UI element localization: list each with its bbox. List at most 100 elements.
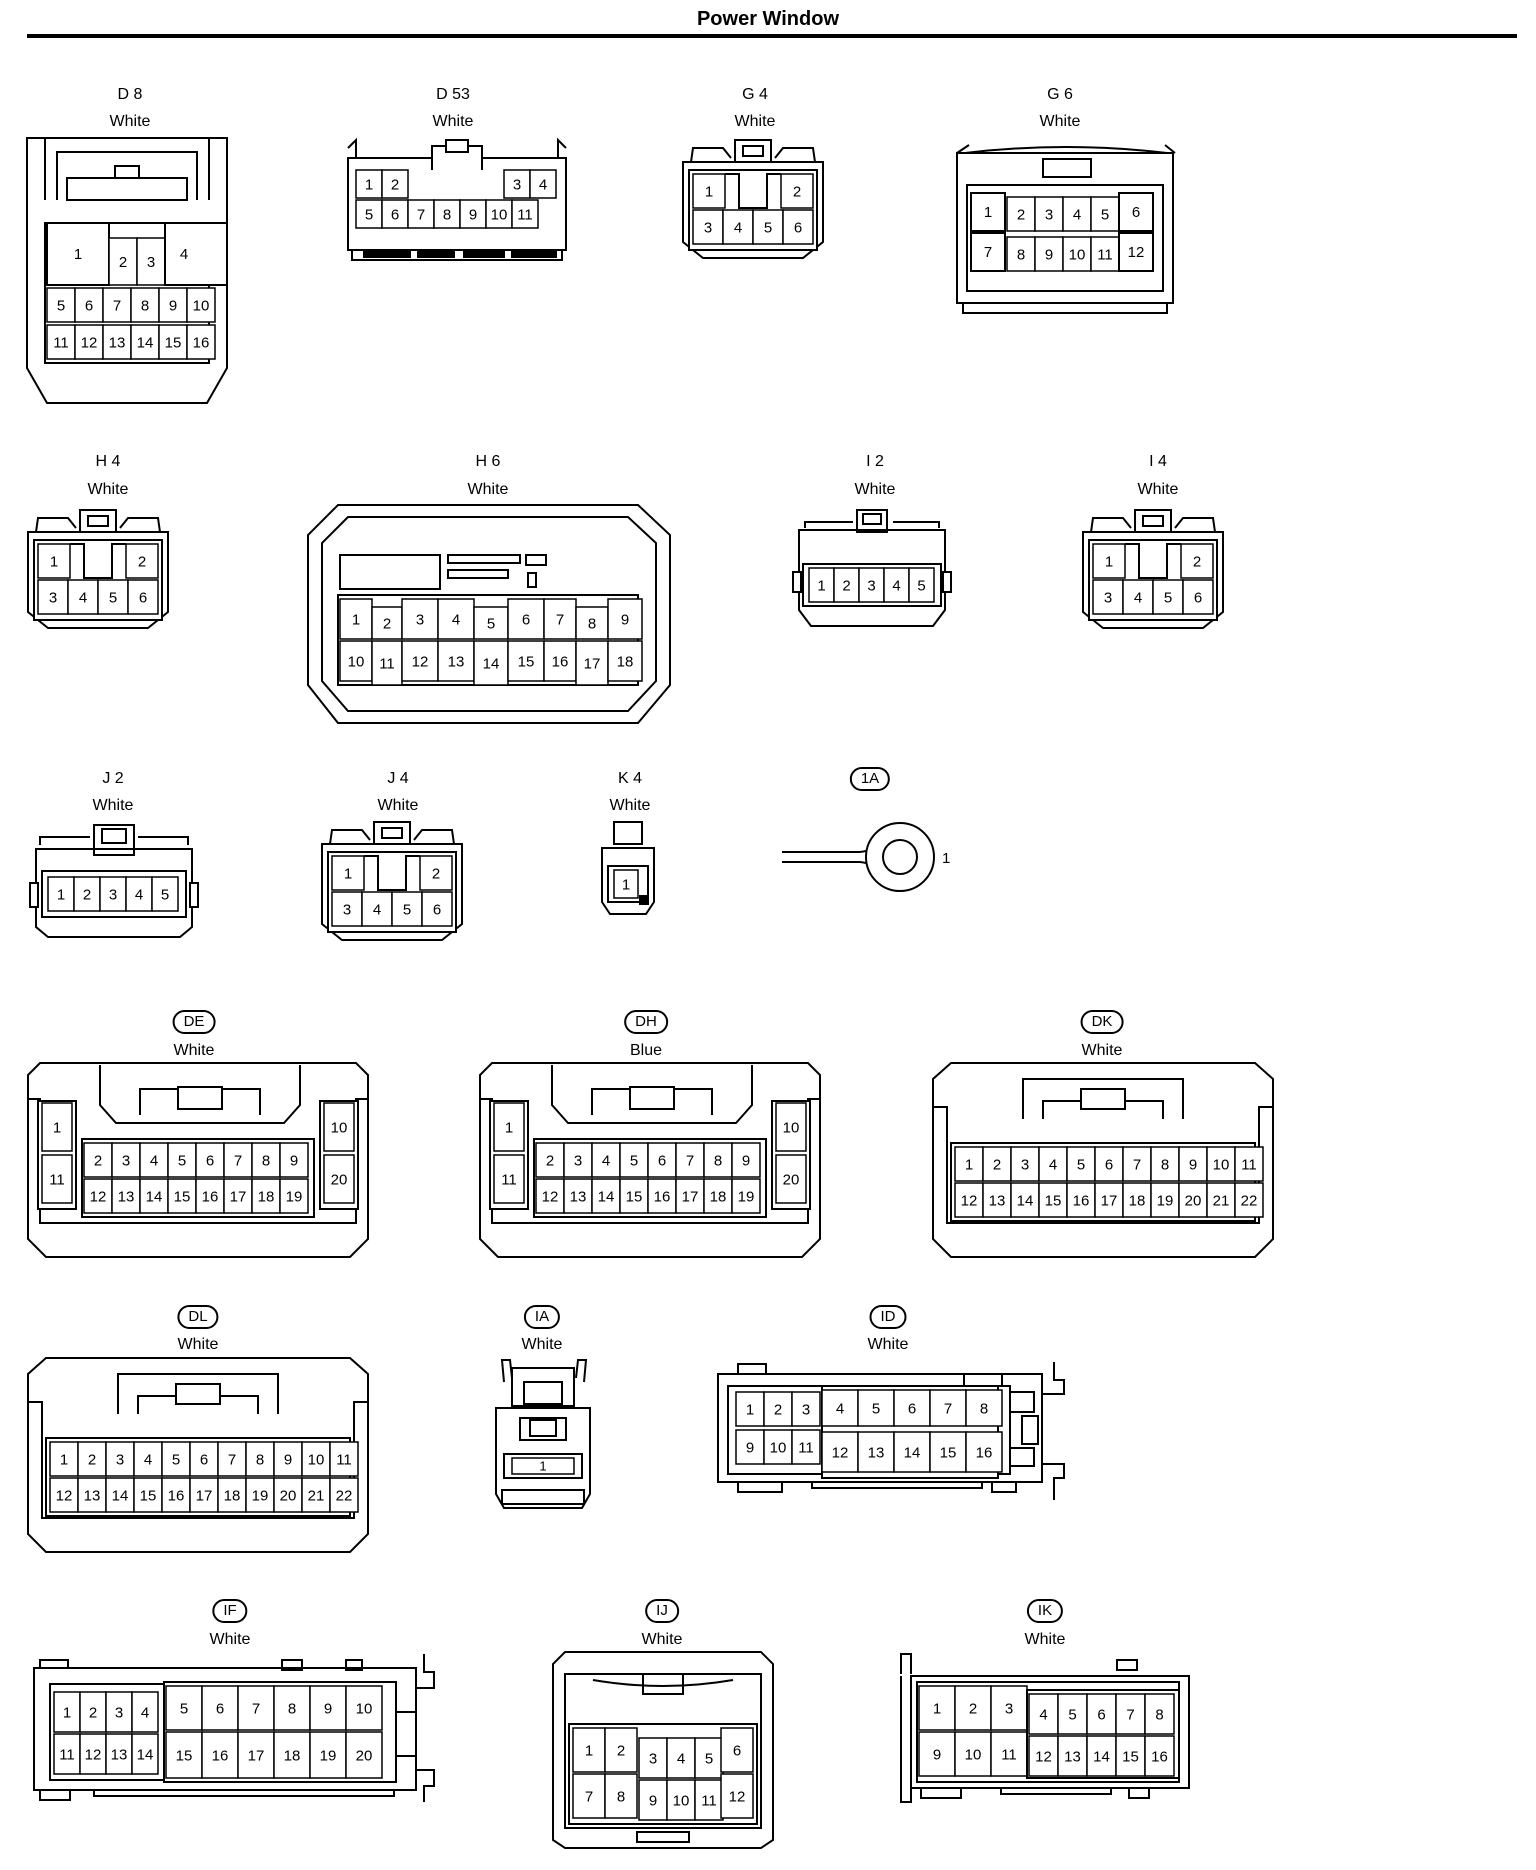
connector-code: IA bbox=[523, 1305, 561, 1329]
pin-cell bbox=[189, 1441, 219, 1477]
pin-label: 15 bbox=[1045, 1192, 1062, 1209]
pin-label: 11 bbox=[1241, 1156, 1257, 1173]
pin-label: 9 bbox=[324, 1700, 332, 1717]
connector-color: White bbox=[609, 797, 651, 814]
pin-label: 1 bbox=[984, 204, 992, 221]
connector-color: White bbox=[92, 797, 134, 814]
pin-cell bbox=[954, 1146, 984, 1182]
pin-label: 1 bbox=[344, 865, 352, 882]
pin-label: 5 bbox=[57, 297, 65, 314]
pin-cell bbox=[161, 1477, 191, 1513]
pin-label: 17 bbox=[584, 655, 601, 672]
pin-label: 9 bbox=[284, 1451, 292, 1468]
connector-code: IF bbox=[212, 1599, 248, 1623]
pin-cell bbox=[763, 1391, 793, 1427]
connector-color: White bbox=[177, 1336, 219, 1353]
pin-label: 2 bbox=[993, 1156, 1001, 1173]
pin-cell bbox=[1150, 1146, 1180, 1182]
pin-cell bbox=[437, 598, 475, 640]
pin-cell bbox=[722, 209, 754, 245]
pin-label: 7 bbox=[686, 1152, 694, 1169]
pin-label: 12 bbox=[81, 334, 98, 351]
pin-cell bbox=[535, 1178, 565, 1214]
connector-color: White bbox=[109, 113, 151, 130]
pin-label: 9 bbox=[290, 1152, 298, 1169]
pin-cell bbox=[511, 199, 539, 229]
pin-label: 9 bbox=[742, 1152, 750, 1169]
pin-label: 1 bbox=[352, 611, 360, 628]
pin-cell bbox=[507, 640, 545, 682]
connector-code: D 53 bbox=[436, 86, 470, 103]
pin-label: 4 bbox=[836, 1400, 844, 1417]
pin-cell bbox=[49, 1441, 79, 1477]
pin-label: 7 bbox=[417, 206, 425, 223]
pin-cell bbox=[1182, 579, 1214, 615]
pin-cell bbox=[692, 209, 724, 245]
pin-cell bbox=[401, 640, 439, 682]
pin-cell bbox=[1150, 1182, 1180, 1218]
pin-cell bbox=[167, 1178, 197, 1214]
pin-cell bbox=[323, 1102, 355, 1152]
pin-label: 1 bbox=[705, 183, 713, 200]
pin-cell bbox=[41, 1102, 73, 1152]
pin-label: 5 bbox=[764, 219, 772, 236]
pin-label: 1 bbox=[505, 1119, 513, 1136]
pin-cell bbox=[53, 1733, 81, 1775]
pin-label: 3 bbox=[116, 1451, 124, 1468]
pin-label: 7 bbox=[556, 611, 564, 628]
pin-label: 3 bbox=[1005, 1700, 1013, 1717]
pin-cell bbox=[638, 1779, 668, 1821]
pin-cell bbox=[223, 1142, 253, 1178]
pin-label: 1 bbox=[933, 1700, 941, 1717]
pin-label: 14 bbox=[904, 1444, 921, 1461]
pin-label: 8 bbox=[288, 1700, 296, 1717]
pin-cell bbox=[1144, 1693, 1175, 1735]
pin-cell bbox=[575, 606, 609, 640]
pin-cell bbox=[563, 1178, 593, 1214]
pin-label: 11 bbox=[701, 1792, 717, 1809]
connector-code: I 4 bbox=[1149, 453, 1167, 470]
connector-ia: 1 bbox=[495, 1359, 591, 1509]
pin-cell bbox=[731, 1142, 761, 1178]
pin-cell bbox=[1034, 236, 1064, 272]
pin-cell bbox=[731, 1178, 761, 1214]
connector-color: White bbox=[1039, 113, 1081, 130]
pin-cell bbox=[1234, 1146, 1264, 1182]
pin-label: 5 bbox=[705, 1750, 713, 1767]
connector-color: White bbox=[734, 113, 776, 130]
pin-cell bbox=[105, 1441, 135, 1477]
pin-label: 10 bbox=[308, 1451, 325, 1468]
pin-cell bbox=[692, 173, 726, 209]
pin-cell bbox=[279, 1142, 309, 1178]
pin-label: 4 bbox=[180, 246, 188, 263]
pin-label: 18 bbox=[710, 1188, 727, 1205]
pin-label: 5 bbox=[1164, 589, 1172, 606]
connector-code: 1A bbox=[849, 767, 891, 791]
pin-label: 20 bbox=[356, 1747, 373, 1764]
pin-cell bbox=[421, 891, 453, 927]
pin-label: 3 bbox=[867, 577, 875, 594]
pin-label: 16 bbox=[1151, 1748, 1168, 1765]
pin-label: 22 bbox=[336, 1487, 353, 1504]
pin-label: 6 bbox=[1097, 1706, 1105, 1723]
pin-cell bbox=[158, 324, 188, 360]
pin-label: 5 bbox=[1101, 206, 1109, 223]
pin-cell bbox=[990, 1685, 1028, 1731]
pin-label: 3 bbox=[574, 1152, 582, 1169]
connector-color: White bbox=[377, 797, 419, 814]
pin-label: 12 bbox=[1035, 1748, 1052, 1765]
pin-label: 8 bbox=[141, 297, 149, 314]
pin-cell bbox=[647, 1142, 677, 1178]
connector-code: H 4 bbox=[95, 453, 121, 470]
pin-label: 15 bbox=[174, 1188, 191, 1205]
pin-label: 11 bbox=[501, 1171, 517, 1188]
pin-cell bbox=[131, 1733, 159, 1775]
pin-label: 10 bbox=[1069, 246, 1086, 263]
pin-cell bbox=[37, 579, 69, 615]
pin-label: 14 bbox=[137, 1746, 154, 1763]
pin-label: 1 bbox=[74, 246, 82, 263]
pin-label: 3 bbox=[802, 1401, 810, 1418]
pin-cell bbox=[775, 1102, 807, 1152]
connector-color: White bbox=[467, 481, 509, 498]
